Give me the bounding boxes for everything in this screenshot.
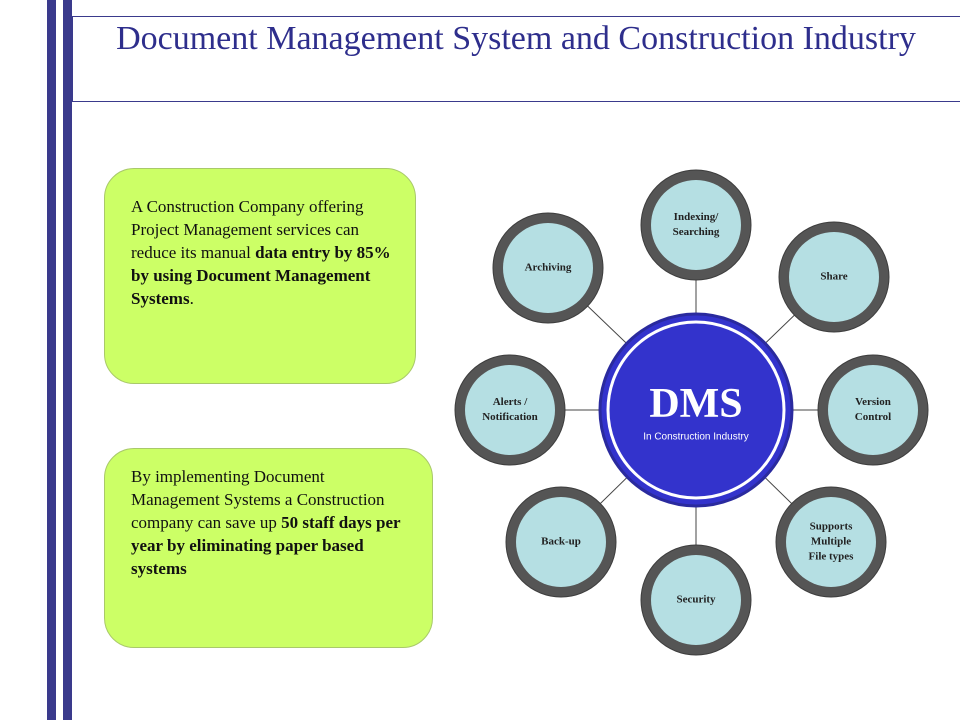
info-card-run: A Construction Company offering Project … xyxy=(131,197,364,262)
info-card-data-entry: A Construction Company offering Project … xyxy=(104,168,416,384)
left-accent-bar-2 xyxy=(63,0,72,720)
node-label: Security xyxy=(676,593,716,606)
info-card-run: . xyxy=(189,289,194,308)
left-accent-bar-1 xyxy=(47,0,56,720)
node-circle xyxy=(465,365,555,455)
hub-title: DMS xyxy=(649,381,743,427)
info-card-highlight: data entry by 85% by using Document Mana… xyxy=(131,243,391,308)
info-card-run: By implementing Document Management Syst… xyxy=(131,467,385,532)
node-label: Back-up xyxy=(541,535,581,548)
hub-inner-ring xyxy=(606,320,786,500)
node-circle xyxy=(786,497,876,587)
node-label: Alerts /Notification xyxy=(482,396,538,423)
hub-subtitle: In Construction Industry xyxy=(643,431,749,443)
node-circle xyxy=(828,365,918,455)
node-label: Indexing/Searching xyxy=(672,211,720,238)
node-circle xyxy=(651,555,741,645)
node-circle xyxy=(789,232,879,322)
title-frame xyxy=(72,16,960,102)
info-card-highlight: 50 staff days per year by eliminating pa… xyxy=(131,513,401,578)
info-card-text: By implementing Document Management Syst… xyxy=(131,465,410,580)
slide-title: Document Management System and Construct… xyxy=(116,20,916,57)
node-circle xyxy=(651,180,741,270)
node-circle xyxy=(516,497,606,587)
node-circle xyxy=(503,223,593,313)
info-card-staff-days: By implementing Document Management Syst… xyxy=(104,448,433,648)
hub-circle xyxy=(598,312,794,508)
node-label: Share xyxy=(820,270,848,283)
info-card-text: A Construction Company offering Project … xyxy=(131,195,393,310)
node-label: Archiving xyxy=(524,261,572,274)
